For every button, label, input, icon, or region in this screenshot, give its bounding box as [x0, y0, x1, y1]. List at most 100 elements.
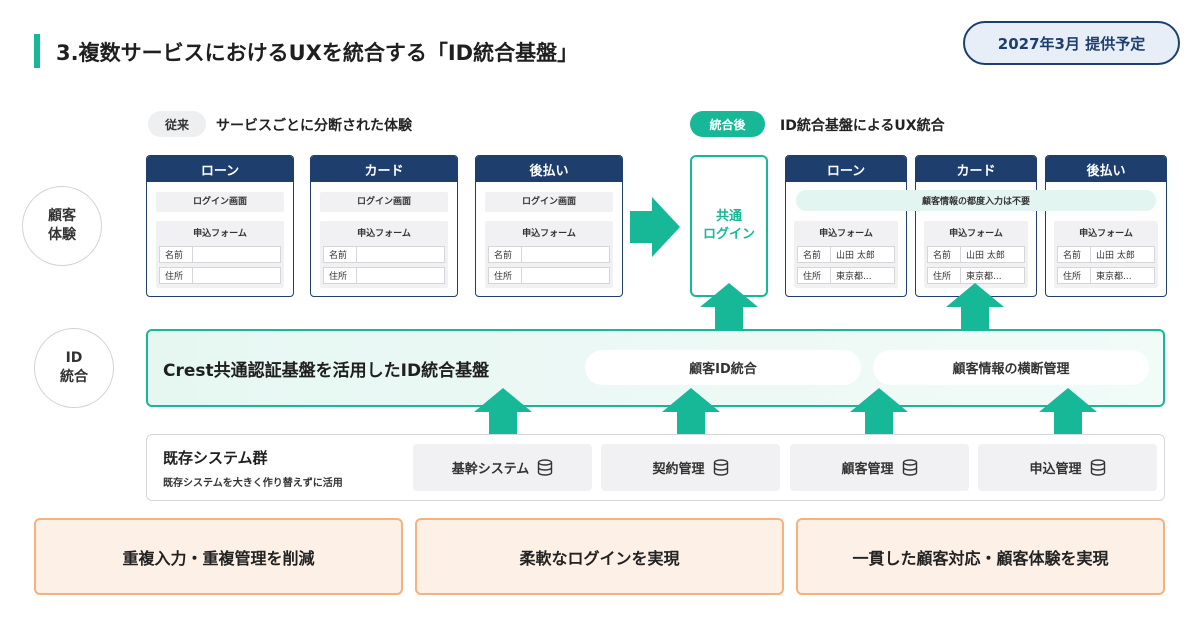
field-label: 住所 [798, 268, 831, 283]
field-value [357, 247, 444, 262]
after-caption: ID統合基盤によるUX統合 [780, 118, 945, 134]
field-value [193, 268, 280, 283]
before-tag: 従来 [148, 111, 206, 137]
database-icon [538, 459, 553, 476]
address-field: 住所東京都... [927, 267, 1025, 284]
outcome-flexible-login: 柔軟なログインを実現 [415, 518, 784, 595]
field-label: 住所 [1058, 268, 1091, 283]
system-label: 顧客管理 [841, 462, 894, 477]
name-field: 名前 [488, 246, 610, 263]
before-card-bnpl: 後払い ログイン画面 申込フォーム 名前 住所 [475, 155, 623, 297]
up-arrow-icon [662, 388, 720, 434]
application-form-block: 申込フォーム 名前山田 太郎 住所東京都... [794, 221, 898, 288]
field-value [522, 268, 609, 283]
field-value: 東京都... [1096, 272, 1132, 282]
card-title: 後払い [1046, 156, 1166, 182]
card-title: カード [311, 156, 457, 182]
field-value [522, 247, 609, 262]
after-card-credit: カード 申込フォーム 名前山田 太郎 住所東京都... [915, 155, 1037, 297]
application-form-label: 申込フォーム [1079, 229, 1133, 239]
outcome-reduce-duplication: 重複入力・重複管理を削減 [34, 518, 403, 595]
address-field: 住所 [159, 267, 281, 284]
application-form-block: 申込フォーム 名前山田 太郎 住所東京都... [1054, 221, 1158, 288]
field-label: 住所 [160, 268, 193, 283]
transition-arrow-icon [630, 197, 680, 257]
application-form-label: 申込フォーム [193, 229, 247, 239]
card-title: 後払い [476, 156, 622, 182]
field-value: 東京都... [836, 272, 872, 282]
login-screen-block: ログイン画面 [485, 192, 613, 212]
field-label: 住所 [928, 268, 961, 283]
up-arrow-icon [1039, 388, 1097, 434]
application-form-label: 申込フォーム [357, 229, 411, 239]
application-form-block: 申込フォーム 名前 住所 [156, 221, 284, 288]
legacy-title: 既存システム群 [163, 449, 268, 467]
common-login-line: 共通 [715, 208, 742, 224]
common-login-box: 共通ログイン [690, 155, 768, 297]
login-screen-label: ログイン画面 [521, 197, 576, 207]
system-customer: 顧客管理 [790, 444, 969, 491]
circle-label-line: 体験 [48, 227, 76, 243]
field-label: 名前 [489, 247, 522, 262]
after-card-bnpl: 後払い 申込フォーム 名前山田 太郎 住所東京都... [1045, 155, 1167, 297]
address-field: 住所東京都... [797, 267, 895, 284]
field-label: 住所 [324, 268, 357, 283]
address-field: 住所東京都... [1057, 267, 1155, 284]
database-icon [902, 459, 917, 476]
before-card-credit: カード ログイン画面 申込フォーム 名前 住所 [310, 155, 458, 297]
platform-title: Crest共通認証基盤を活用したID統合基盤 [163, 361, 490, 381]
database-icon [713, 459, 728, 476]
before-caption: サービスごとに分断された体験 [216, 118, 412, 134]
common-login-line: ログイン [702, 227, 755, 242]
card-title: ローン [147, 156, 293, 182]
login-screen-label: ログイン画面 [192, 197, 247, 207]
login-screen-label: ログイン画面 [356, 197, 411, 207]
title-accent-bar [34, 34, 40, 68]
application-form-block: 申込フォーム 名前 住所 [320, 221, 448, 288]
application-form-label: 申込フォーム [949, 229, 1003, 239]
system-label: 申込管理 [1029, 462, 1082, 477]
login-screen-block: ログイン画面 [156, 192, 284, 212]
name-field: 名前山田 太郎 [1057, 246, 1155, 263]
address-field: 住所 [323, 267, 445, 284]
id-integration-circle: ID 統合 [34, 328, 114, 408]
name-field: 名前山田 太郎 [797, 246, 895, 263]
release-date-badge: 2027年3月 提供予定 [963, 21, 1180, 65]
before-card-loan: ローン ログイン画面 申込フォーム 名前 住所 [146, 155, 294, 297]
database-icon [1090, 459, 1105, 476]
field-value [357, 268, 444, 283]
feature-cross-management: 顧客情報の横断管理 [873, 350, 1149, 385]
circle-label-line: 顧客 [48, 208, 76, 225]
application-form-block: 申込フォーム 名前山田 太郎 住所東京都... [924, 221, 1028, 288]
feature-customer-id: 顧客ID統合 [585, 350, 861, 385]
login-screen-block: ログイン画面 [320, 192, 448, 212]
field-label: 名前 [1058, 247, 1091, 262]
field-label: 住所 [489, 268, 522, 283]
application-form-label: 申込フォーム [522, 229, 576, 239]
field-value [193, 247, 280, 262]
field-label: 名前 [928, 247, 961, 262]
application-form-block: 申込フォーム 名前 住所 [485, 221, 613, 288]
circle-label-line: ID [65, 350, 83, 367]
system-core: 基幹システム [413, 444, 592, 491]
field-value: 山田 太郎 [966, 251, 1005, 261]
application-form-label: 申込フォーム [819, 229, 873, 239]
name-field: 名前 [159, 246, 281, 263]
up-arrow-icon [850, 388, 908, 434]
card-title: ローン [786, 156, 906, 182]
field-label: 名前 [324, 247, 357, 262]
page-title: 3.複数サービスにおけるUXを統合する「ID統合基盤」 [56, 41, 579, 65]
field-value: 山田 太郎 [836, 251, 875, 261]
after-tag: 統合後 [690, 111, 765, 137]
field-label: 名前 [160, 247, 193, 262]
after-card-loan: ローン 申込フォーム 名前山田 太郎 住所東京都... [785, 155, 907, 297]
up-arrow-icon [700, 283, 758, 329]
card-title: カード [916, 156, 1036, 182]
up-arrow-icon [474, 388, 532, 434]
customer-experience-circle: 顧客体験 [22, 186, 102, 266]
system-contract: 契約管理 [601, 444, 780, 491]
circle-label-line: 統合 [60, 369, 88, 385]
system-label: 基幹システム [451, 462, 530, 477]
outcome-consistent-experience: 一貫した顧客対応・顧客体験を実現 [796, 518, 1165, 595]
address-field: 住所 [488, 267, 610, 284]
